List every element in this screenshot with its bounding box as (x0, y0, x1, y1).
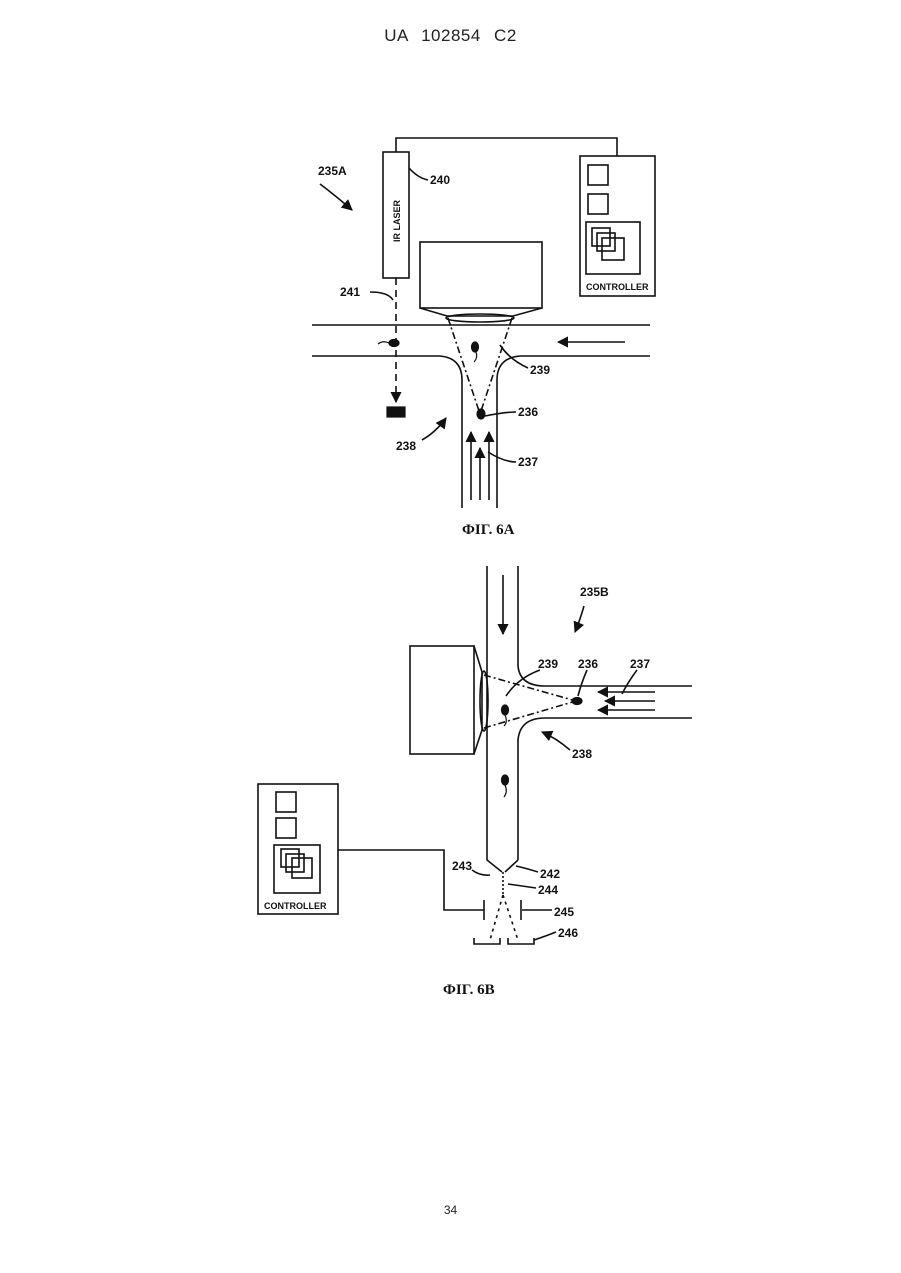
figure-6a (312, 138, 655, 508)
ref-241: 241 (340, 285, 360, 299)
controller-label-6b: CONTROLLER (264, 901, 327, 911)
labels-6a: 235A 240 241 239 236 238 237 IR LASER CO… (318, 164, 649, 538)
ref-245: 245 (554, 905, 574, 919)
ref-235a: 235A (318, 164, 347, 178)
ref-243: 243 (452, 859, 472, 873)
ref-242: 242 (540, 867, 560, 881)
objective-lens-6b (410, 646, 488, 754)
cells-6b (502, 698, 583, 798)
caption-6b: ФІГ. 6В (443, 982, 495, 998)
ref-239-6a: 239 (530, 363, 550, 377)
controller-wire-6a (396, 138, 617, 156)
controller-6b (258, 784, 338, 914)
ref-238-6b: 238 (572, 747, 592, 761)
ref-240: 240 (430, 173, 450, 187)
controller-6a (580, 156, 655, 296)
caption-6a: ФІГ. 6А (462, 522, 515, 538)
ref-237-6b: 237 (630, 657, 650, 671)
ref-244: 244 (538, 883, 558, 897)
ref-238-6a: 238 (396, 439, 416, 453)
ref-236-6b: 236 (578, 657, 598, 671)
ref-246: 246 (558, 926, 578, 940)
ref-236-6a: 236 (518, 405, 538, 419)
page-number: 34 (0, 1203, 901, 1217)
controller-label-6a: CONTROLLER (586, 282, 649, 292)
labels-6b: 235B 239 236 237 238 243 242 244 245 246… (264, 585, 650, 998)
ref-235b: 235B (580, 585, 609, 599)
ref-237-6a: 237 (518, 455, 538, 469)
ir-laser-label: IR LASER (392, 199, 402, 242)
figure-6b (258, 566, 692, 944)
ref-239-6b: 239 (538, 657, 558, 671)
objective-lens-6a (420, 242, 542, 322)
